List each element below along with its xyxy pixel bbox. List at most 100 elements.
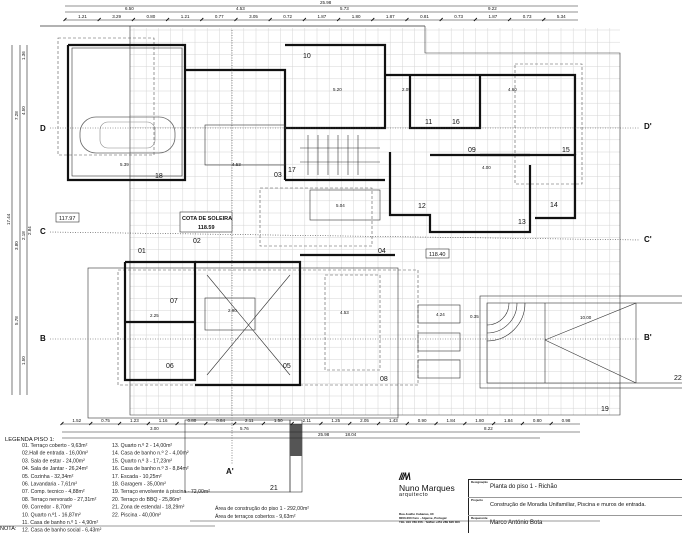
interior-dimensions: 5.39 4.53 5.20 2.09 4.60 4.00 5.04 2.25 … — [120, 87, 592, 320]
svg-text:4.24: 4.24 — [436, 312, 445, 317]
dim-tick — [370, 17, 375, 22]
svg-text:5.04: 5.04 — [336, 203, 345, 208]
construction-area: Área de construção do piso 1 - 292,00m² — [215, 505, 309, 512]
axis-marker-a-prime: A' — [226, 467, 234, 476]
legend-item: 20. Terraço do BBQ - 25,86m² — [112, 497, 181, 503]
dim-label: 1.80 — [352, 14, 361, 19]
dim-tick — [165, 17, 170, 22]
dim-label: 3.80 — [14, 241, 19, 250]
dim-tick — [347, 421, 352, 426]
dim-label: 5.34 — [557, 14, 566, 19]
dim-label: 1.16 — [159, 418, 168, 423]
legend-item: 17. Escada - 10,25m² — [112, 474, 162, 480]
walls — [66, 43, 577, 387]
dim-tick — [204, 421, 208, 426]
dim-tick — [463, 421, 467, 426]
dim-label: 0.73 — [523, 14, 532, 19]
room-21: 21 — [270, 485, 278, 492]
svg-text:5.39: 5.39 — [120, 162, 129, 167]
designation-value: Planta do piso 1 - Richão — [490, 484, 558, 490]
dim-tick — [336, 17, 341, 22]
room-12: 12 — [418, 203, 426, 210]
dim-label: 0.80 — [188, 418, 197, 423]
dim-tick — [405, 421, 410, 426]
dim-tick — [507, 17, 512, 22]
dim-tick — [60, 421, 64, 426]
architect-name: Nuno Marques — [399, 483, 455, 493]
dim-label: 0.77 — [215, 14, 224, 19]
dim-label: 1.80 — [475, 418, 484, 423]
room-18: 18 — [155, 173, 163, 180]
dim-label: 1.21 — [78, 14, 87, 19]
dim-label: 1.52 — [72, 418, 81, 423]
axis-marker-d: D — [40, 124, 46, 133]
dim-label: 0.98 — [562, 418, 571, 423]
dim-tick — [117, 421, 122, 426]
dim-tick — [146, 421, 151, 426]
dim-tick — [261, 421, 266, 426]
legend-item: 07. Comp. tecnico - 4,88m² — [22, 489, 85, 495]
dim-label: 1.21 — [181, 14, 190, 19]
cota-value: 118.59 — [198, 225, 215, 231]
dim-label: 4.50 — [21, 106, 26, 115]
legend-item: 15. Quarto n.º 3 - 17,23m² — [112, 458, 172, 464]
axis-marker-c: C — [40, 227, 46, 236]
svg-text:5.76: 5.76 — [240, 426, 249, 431]
cota-label: COTA DE SOLEIRA — [182, 216, 232, 222]
legend-item: 04. Sala de Jantar - 26,24m² — [22, 466, 88, 472]
dim-label: 2.84 — [27, 226, 32, 235]
legend-item: 08. Terraço nervorado - 27,31m² — [22, 497, 97, 503]
room-08: 08 — [380, 376, 388, 383]
dim-total-top: 25.98 — [320, 0, 332, 5]
dim-label: 1.84 — [504, 418, 513, 423]
legend: LEGENDA PISO 1: 01. Terraço coberto - 9,… — [0, 437, 215, 532]
room-05: 05 — [283, 363, 291, 370]
legend-item: 13. Quarto n.º 2 - 14,00m² — [112, 443, 172, 449]
dim-label: 2.05 — [360, 418, 369, 423]
legend-item: 01. Terraço coberto - 9,63m² — [22, 443, 88, 449]
room-17: 17 — [288, 167, 296, 174]
svg-text:4.53: 4.53 — [232, 162, 241, 167]
legend-item: 02.Hall de entrada - 16,00m² — [22, 451, 88, 457]
svg-text:3.00: 3.00 — [150, 426, 159, 431]
room-02: 02 — [193, 238, 201, 245]
dim-label: 9.22 — [488, 6, 497, 11]
pool — [479, 295, 682, 389]
legend-item: 03. Sala de estar - 24,00m² — [22, 458, 85, 464]
dim-label: 0.90 — [418, 418, 427, 423]
dim-label: 1.50 — [21, 356, 26, 365]
dim-tick — [97, 17, 102, 22]
dim-label: 6.50 — [125, 6, 134, 11]
section-axes: D D' C C' B B' A' — [40, 30, 652, 476]
dim-label: 0.80 — [533, 418, 542, 423]
axis-marker-b-prime: B' — [644, 333, 652, 342]
dim-label: 1.87 — [386, 14, 395, 19]
legend-item: 05. Cozinha - 32,34m² — [22, 474, 74, 480]
dim-tick — [549, 421, 554, 426]
room-06: 06 — [166, 363, 174, 370]
client-label: Requerente — [471, 516, 488, 520]
dim-label: 2.11 — [303, 418, 312, 423]
room-13: 13 — [518, 219, 526, 226]
terrace-area: Área de terraços cobertos - 9,63m² — [215, 513, 296, 520]
title-block: ///\/\ Nuno Marques arquitecto Rua Joalh… — [394, 470, 682, 533]
architect-logo-icon: ///\/\ — [399, 472, 411, 483]
room-15: 15 — [562, 147, 570, 154]
car-icon — [79, 116, 176, 154]
dim-label: 1.36 — [21, 51, 26, 60]
legend-item: 21. Zona de estendal - 18,29m² — [112, 505, 185, 511]
svg-text:8.22: 8.22 — [484, 426, 493, 431]
dim-label: 0.80 — [147, 14, 156, 19]
dim-tick — [439, 17, 444, 22]
legend-item: 09. Corredor - 8,70m² — [22, 505, 72, 511]
dim-label: 1.87 — [318, 14, 327, 19]
dim-tick — [234, 17, 238, 22]
dim-tick — [520, 421, 525, 426]
dim-tick — [290, 421, 295, 426]
room-22: 22 — [674, 375, 682, 382]
svg-text:4.53: 4.53 — [340, 310, 349, 315]
dim-label: 2.18 — [21, 231, 26, 240]
project-value: Construção de Moradia Unifamiliar, Pisci… — [490, 502, 646, 508]
